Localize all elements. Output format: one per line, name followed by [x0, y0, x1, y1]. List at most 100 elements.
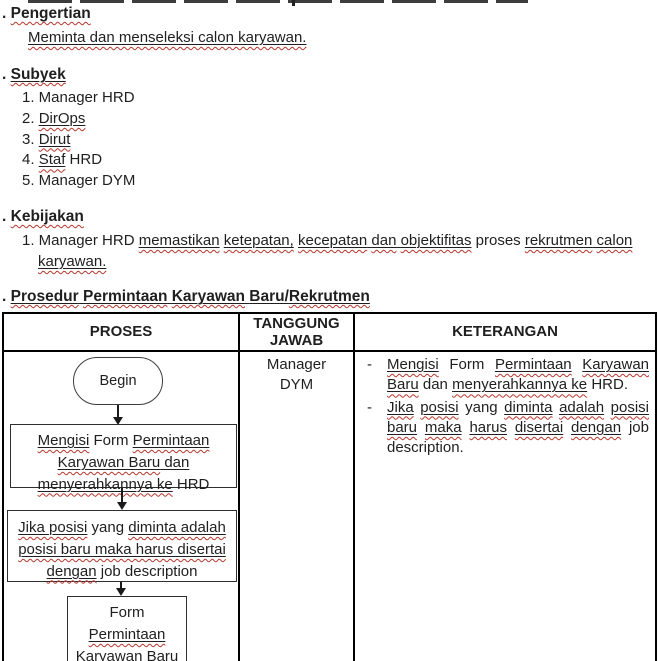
arrow-head — [116, 588, 126, 596]
text-run: Permintaan — [83, 288, 168, 305]
text-run: dengan — [47, 563, 97, 580]
text-run: 5. Manager DYM — [22, 172, 136, 190]
text-line: 3. Dirut — [22, 130, 135, 151]
text-run: karyawan. — [38, 253, 106, 270]
text-run: Permintaan — [133, 432, 210, 449]
text-run: Permintaan — [88, 625, 166, 643]
text-run: objektifitas — [401, 232, 472, 249]
begin-label: Begin — [99, 373, 137, 389]
text-run: yang — [458, 398, 505, 416]
text-run: Karyawan — [582, 356, 649, 373]
text-run: ketepatan, — [223, 232, 294, 249]
arrow-line — [120, 582, 122, 588]
text-run: . — [2, 288, 11, 305]
text-run: rekrutmen — [525, 232, 593, 249]
text-line: TANGGUNG — [253, 315, 339, 333]
text-run: Jika posisi — [18, 519, 88, 536]
text-run: Meminta dan menseleksi calon karyawan. — [28, 29, 306, 46]
text-run: Karyawan Baru — [76, 648, 179, 661]
flow-arrow-down — [112, 405, 124, 425]
text-run: diminta adalah — [128, 519, 226, 536]
text-run: menyerahkannya ke — [37, 475, 173, 493]
text-run: posisi — [420, 399, 458, 416]
text-run: Kebijakan — [10, 208, 84, 225]
text-run: HRD — [65, 151, 103, 169]
text-run: Karyawan — [171, 288, 245, 305]
text-run: Form — [109, 604, 145, 621]
text-run: HRD — [172, 475, 210, 493]
text-run: Karyawan — [582, 356, 649, 373]
arrow-line — [121, 488, 123, 502]
clipped-text-descender — [292, 0, 295, 6]
text-line: dengan job description — [8, 561, 236, 583]
text-run: Baru/ — [249, 288, 289, 305]
dash-bullet: - — [367, 356, 372, 373]
text-run: posisi — [610, 398, 649, 416]
text-run: dan — [371, 232, 396, 249]
keterangan-item-text: Mengisi Form Permintaan Karyawan Baru da… — [387, 355, 649, 396]
text-run — [572, 356, 583, 373]
text-run: kecepatan — [298, 232, 367, 249]
text-run: Karyawan Baru — [57, 453, 161, 471]
flowchart-begin-node: Begin — [73, 357, 163, 405]
dash-bullet: - — [367, 398, 372, 416]
text-run: diminta — [504, 399, 552, 416]
text-line: Mengisi Form Permintaan — [11, 430, 236, 452]
text-run: disertai — [515, 419, 563, 436]
text-run: Form — [89, 432, 133, 449]
text-run: Permintaan — [132, 432, 210, 449]
text-run: . — [2, 66, 11, 83]
text-run — [507, 419, 515, 436]
text-run: diminta — [504, 398, 553, 416]
text-run: baru — [387, 419, 417, 436]
text-run: memastikan — [139, 232, 220, 249]
text-run: diminta adalah — [128, 519, 226, 536]
text-run: memastikan — [138, 232, 220, 249]
text-run: Manager — [266, 356, 327, 373]
text-run: dengan — [46, 562, 97, 580]
keterangan-cell: - Mengisi Form Permintaan Karyawan Baru … — [355, 352, 655, 661]
text-run: harus — [469, 419, 507, 436]
text-run: Permintaan — [494, 356, 572, 373]
text-run: DirOps — [38, 109, 86, 127]
text-run: job description — [96, 562, 198, 580]
col-header-proses: PROSES — [4, 314, 240, 350]
text-run: karyawan. — [38, 253, 107, 270]
text-run: baru — [387, 418, 418, 436]
text-run: proses — [471, 232, 525, 249]
text-run: adalah — [559, 399, 604, 416]
text-run: 4. — [22, 151, 39, 169]
text-run: Mengisi — [38, 432, 90, 449]
text-run: Meminta dan menseleksi calon karyawan. — [28, 29, 307, 46]
text-line: Jika posisi yang diminta adalah — [8, 517, 236, 539]
text-run: 1. Manager HRD — [22, 232, 139, 249]
subyek-heading: . Subyek — [2, 66, 66, 84]
text-run: disertai — [514, 418, 564, 436]
text-run: dan — [160, 453, 190, 471]
text-run: Prosedur — [11, 288, 79, 305]
text-run: Subyek — [11, 66, 66, 83]
text-run: TANGGUNG — [253, 314, 340, 332]
text-run — [417, 419, 425, 436]
text-run: dan — [371, 232, 397, 249]
pengertian-body: Meminta dan menseleksi calon karyawan. — [28, 29, 306, 46]
text-run: Mengisi — [387, 356, 439, 373]
text-run: menyerahkannya ke — [38, 476, 173, 493]
text-line: 5. Manager DYM — [22, 171, 135, 192]
text-run: menyerahkannya ke — [452, 376, 588, 394]
text-run: Pengertian — [10, 5, 91, 22]
text-run: DirOps — [39, 110, 86, 127]
kebijakan-item: 1. Manager HRD memastikan ketepatan, kec… — [22, 230, 640, 272]
keterangan-item-text: Jika posisi yang diminta adalah posisi b… — [387, 398, 649, 459]
text-line: Permintaan — [68, 624, 186, 646]
text-run: Jika — [387, 398, 414, 416]
col-header-keterangan: KETERANGAN — [452, 323, 558, 341]
text-run: objektifitas — [400, 232, 472, 249]
